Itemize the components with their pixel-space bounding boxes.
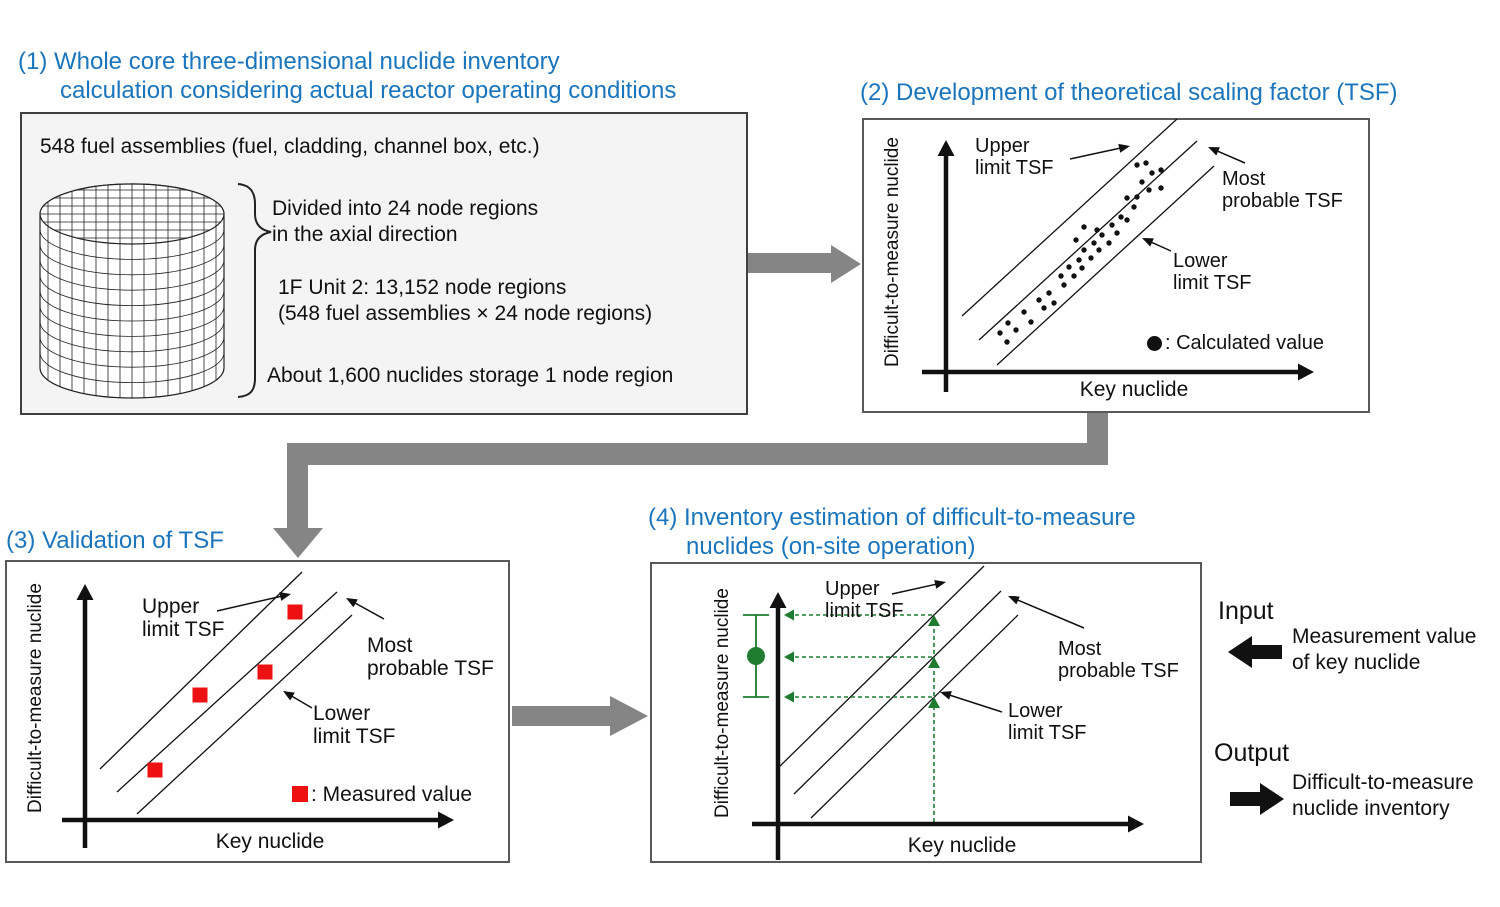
panel-4-title-line-1: (4) Inventory estimation of difficult-to… xyxy=(648,504,1136,531)
panel-1-title-line-2: calculation considering actual reactor o… xyxy=(60,77,677,104)
output-label: Output xyxy=(1214,739,1290,767)
panel-3-most-probable-tsf-label: Most probable TSF xyxy=(367,634,494,680)
panel-2-lower-limit-tsf-label: Lower limit TSF xyxy=(1173,250,1252,294)
panel-4-box: Difficult-to-measure nuclide Key nuclide… xyxy=(650,562,1202,863)
panel-3-lower-limit-tsf-label: Lower limit TSF xyxy=(313,702,396,748)
divided-nodes-text: Divided into 24 node regions in the axia… xyxy=(272,197,539,246)
fuel-assemblies-text: 548 fuel assemblies (fuel, cladding, cha… xyxy=(40,135,540,158)
reactor-core-3d-grid-graphic xyxy=(39,183,272,399)
panel-4-most-probable-tsf-label: Most probable TSF xyxy=(1058,638,1179,682)
panel-3-legend-text: : Measured value xyxy=(311,783,473,806)
panel-2-box: Difficult-to-measure nuclide Key nuclide… xyxy=(862,118,1370,413)
input-description-text: Measurement value of key nuclide xyxy=(1292,625,1477,674)
panel-2-most-probable-tsf-label: Most probable TSF xyxy=(1222,168,1343,212)
panel-4-title-line-2: nuclides (on-site operation) xyxy=(686,533,976,560)
panel-4-upper-limit-tsf-label: Upper limit TSF xyxy=(825,578,904,622)
panel-4-x-axis-label: Key nuclide xyxy=(907,834,1017,857)
tsf-development-plot xyxy=(922,118,1314,392)
panel-4-lower-limit-tsf-label: Lower limit TSF xyxy=(1008,700,1087,744)
panel-1-title-line-1: (1) Whole core three-dimensional nuclide… xyxy=(18,48,560,75)
nuclides-storage-text: About 1,600 nuclides storage 1 node regi… xyxy=(267,364,674,387)
panel-3-x-axis-label: Key nuclide xyxy=(215,830,325,853)
panel-2-title: (2) Development of theoretical scaling f… xyxy=(860,79,1398,106)
panel-3-box: Difficult-to-measure nuclide Key nuclide… xyxy=(5,560,510,863)
panel-2-legend-text: : Calculated value xyxy=(1165,332,1324,354)
panel-2-upper-limit-tsf-label: Upper limit TSF xyxy=(975,135,1054,179)
tsf-validation-plot xyxy=(62,571,454,848)
panel-3-upper-limit-tsf-label: Upper limit TSF xyxy=(142,595,225,641)
panel-2-x-axis-label: Key nuclide xyxy=(1079,378,1189,401)
calculated-value-dot-icon xyxy=(1147,336,1162,351)
measured-value-square-icon xyxy=(292,786,308,802)
output-description-text: Difficult-to-measure nuclide inventory xyxy=(1292,771,1474,820)
panel-1-box: 548 fuel assemblies (fuel, cladding, cha… xyxy=(20,112,748,415)
panel-3-title: (3) Validation of TSF xyxy=(6,527,224,554)
input-label: Input xyxy=(1218,597,1274,625)
unit2-node-regions-text: 1F Unit 2: 13,152 node regions (548 fuel… xyxy=(278,276,653,325)
inventory-estimation-plot xyxy=(743,565,1144,860)
